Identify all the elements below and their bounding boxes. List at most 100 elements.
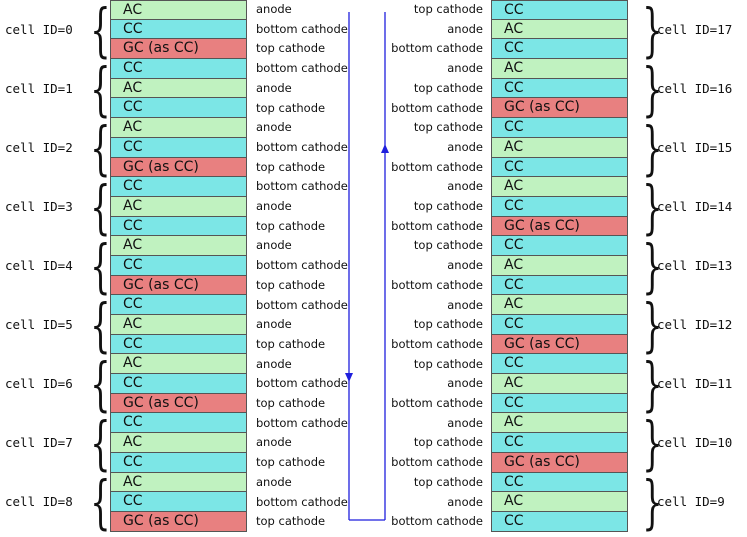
layer-role-label: anode [447, 139, 483, 154]
layer-cc: CC [491, 236, 628, 256]
cell-id-label: cell ID=12 [657, 317, 733, 333]
layer-gc: GC (as CC) [110, 157, 247, 178]
layer-cc: CC [491, 157, 628, 178]
layer-role-label: anode [447, 61, 483, 76]
layer-role-label: top cathode [256, 100, 326, 115]
layer-ac: AC [110, 433, 247, 453]
layer-cc: CC [491, 118, 628, 138]
layer-role-label: bottom cathode [256, 415, 348, 430]
layer-role-label: bottom cathode [391, 41, 483, 56]
layer-role-label: top cathode [413, 2, 483, 16]
cell-id-label: cell ID=3 [5, 198, 73, 214]
layer-role-label: top cathode [413, 435, 483, 450]
layer-role-label: anode [447, 415, 483, 430]
layer-role-label: anode [447, 21, 483, 36]
layer-role-label: top cathode [413, 474, 483, 489]
layer-role-label: top cathode [413, 317, 483, 332]
layer-cc: CC [110, 177, 247, 197]
layer-role-label: anode [256, 238, 292, 253]
cell-id-label: cell ID=2 [5, 139, 73, 155]
layer-role-label: anode [256, 80, 292, 95]
right-brace-icon: } [642, 468, 663, 537]
layer-role-label: bottom cathode [256, 376, 348, 391]
layer-cc: CC [491, 511, 628, 532]
cell-id-label: cell ID=17 [657, 21, 733, 37]
layer-role-label: anode [447, 494, 483, 509]
layer-cc: CC [110, 334, 247, 355]
right-brace-icon: } [642, 409, 663, 478]
layer-role-label: anode [447, 258, 483, 273]
layer-cc: CC [110, 216, 247, 237]
left-brace-icon: { [90, 54, 111, 123]
layer-role-label: anode [256, 199, 292, 213]
layer-cc: CC [491, 78, 628, 99]
layer-role-label: top cathode [413, 80, 483, 95]
layer-cc: CC [491, 433, 628, 453]
layer-role-label: bottom cathode [256, 139, 348, 154]
layer-cc: CC [110, 255, 247, 276]
layer-role-label: bottom cathode [391, 396, 483, 410]
right-brace-icon: } [642, 54, 663, 123]
layer-ac: AC [491, 374, 628, 394]
layer-role-label: anode [256, 356, 292, 371]
layer-role-label: anode [447, 297, 483, 312]
layer-cc: CC [110, 413, 247, 434]
layer-gc: GC (as CC) [491, 452, 628, 473]
layer-role-label: bottom cathode [391, 159, 483, 174]
layer-ac: AC [491, 492, 628, 512]
cell-id-label: cell ID=1 [5, 80, 73, 96]
layer-ac: AC [110, 118, 247, 138]
layer-gc: GC (as CC) [110, 39, 247, 60]
layer-role-label: top cathode [256, 218, 326, 233]
layer-role-label: top cathode [413, 356, 483, 371]
layer-role-label: top cathode [413, 120, 483, 135]
layer-role-label: top cathode [256, 41, 326, 56]
layer-ac: AC [491, 177, 628, 197]
layer-cc: CC [110, 452, 247, 473]
layer-role-label: top cathode [413, 199, 483, 213]
layer-role-label: bottom cathode [391, 277, 483, 292]
layer-role-label: bottom cathode [256, 258, 348, 273]
layer-ac: AC [110, 354, 247, 375]
layer-cc: CC [491, 354, 628, 375]
layer-role-label: top cathode [256, 396, 326, 410]
layer-role-label: top cathode [256, 455, 326, 470]
layer-cc: CC [491, 275, 628, 296]
layer-cc: CC [110, 59, 247, 79]
layer-ac: AC [110, 78, 247, 99]
layer-role-label: anode [256, 474, 292, 489]
layer-cc: CC [491, 315, 628, 335]
layer-gc: GC (as CC) [110, 393, 247, 414]
left-brace-icon: { [90, 231, 111, 300]
layer-role-label: top cathode [256, 159, 326, 174]
layer-gc: GC (as CC) [491, 334, 628, 355]
layer-gc: GC (as CC) [491, 216, 628, 237]
layer-role-label: bottom cathode [256, 179, 348, 194]
right-brace-icon: } [642, 291, 663, 359]
layer-role-label: bottom cathode [391, 455, 483, 470]
layer-role-label: bottom cathode [256, 297, 348, 312]
layer-cc: CC [110, 19, 247, 40]
layer-role-label: anode [447, 376, 483, 391]
right-brace-icon: } [642, 113, 663, 182]
cell-id-label: cell ID=16 [657, 80, 733, 96]
left-brace-icon: { [90, 0, 111, 64]
layer-ac: AC [491, 59, 628, 79]
cell-id-label: cell ID=6 [5, 376, 73, 392]
layer-role-label: bottom cathode [391, 336, 483, 351]
cell-id-label: cell ID=10 [657, 435, 733, 451]
right-brace-icon: } [642, 231, 663, 300]
layer-ac: AC [110, 196, 247, 217]
cell-id-label: cell ID=9 [657, 494, 725, 510]
layer-role-label: anode [447, 179, 483, 194]
left-brace-icon: { [90, 468, 111, 537]
layer-cc: CC [110, 295, 247, 315]
cell-id-label: cell ID=0 [5, 21, 73, 37]
layer-ac: AC [491, 137, 628, 158]
layer-gc: GC (as CC) [110, 511, 247, 532]
layer-role-label: anode [256, 120, 292, 135]
layer-role-label: top cathode [256, 514, 326, 529]
layer-role-label: bottom cathode [256, 21, 348, 36]
layer-ac: AC [110, 472, 247, 493]
